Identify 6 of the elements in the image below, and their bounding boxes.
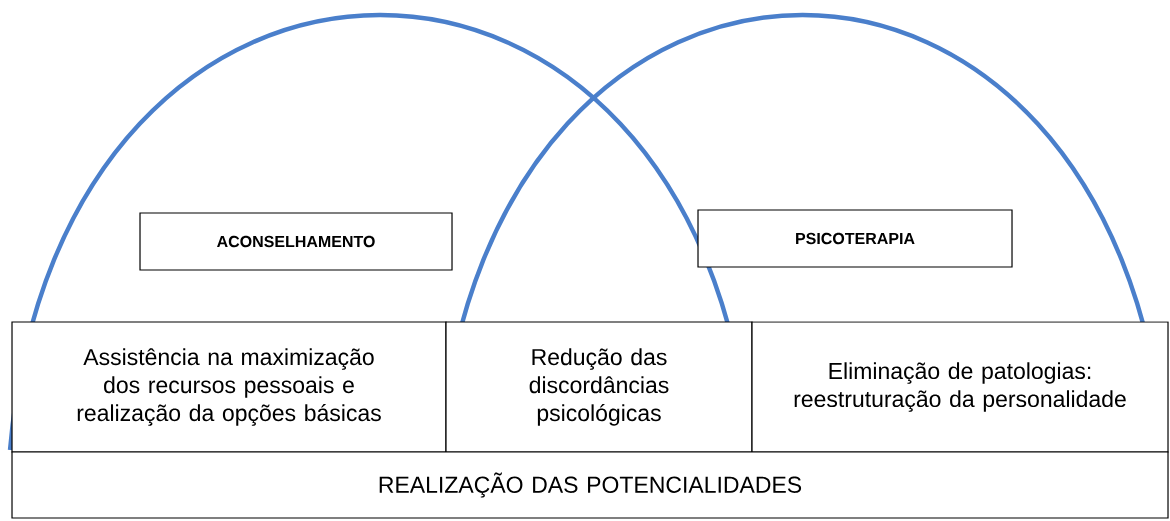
base-bar: REALIZAÇÃO DAS POTENCIALIDADES [11,451,1169,519]
table-cell: Redução das discordâncias psicológicas [445,321,753,453]
table-cell: Assistência na maximização dos recursos pessoais e realização da opções básicas [11,321,447,453]
table-cell: Eliminação de patologias: reestruturação da personalidade [751,321,1169,453]
label-box: PSICOTERAPIA [697,209,1013,268]
label-box: ACONSELHAMENTO [139,212,453,271]
